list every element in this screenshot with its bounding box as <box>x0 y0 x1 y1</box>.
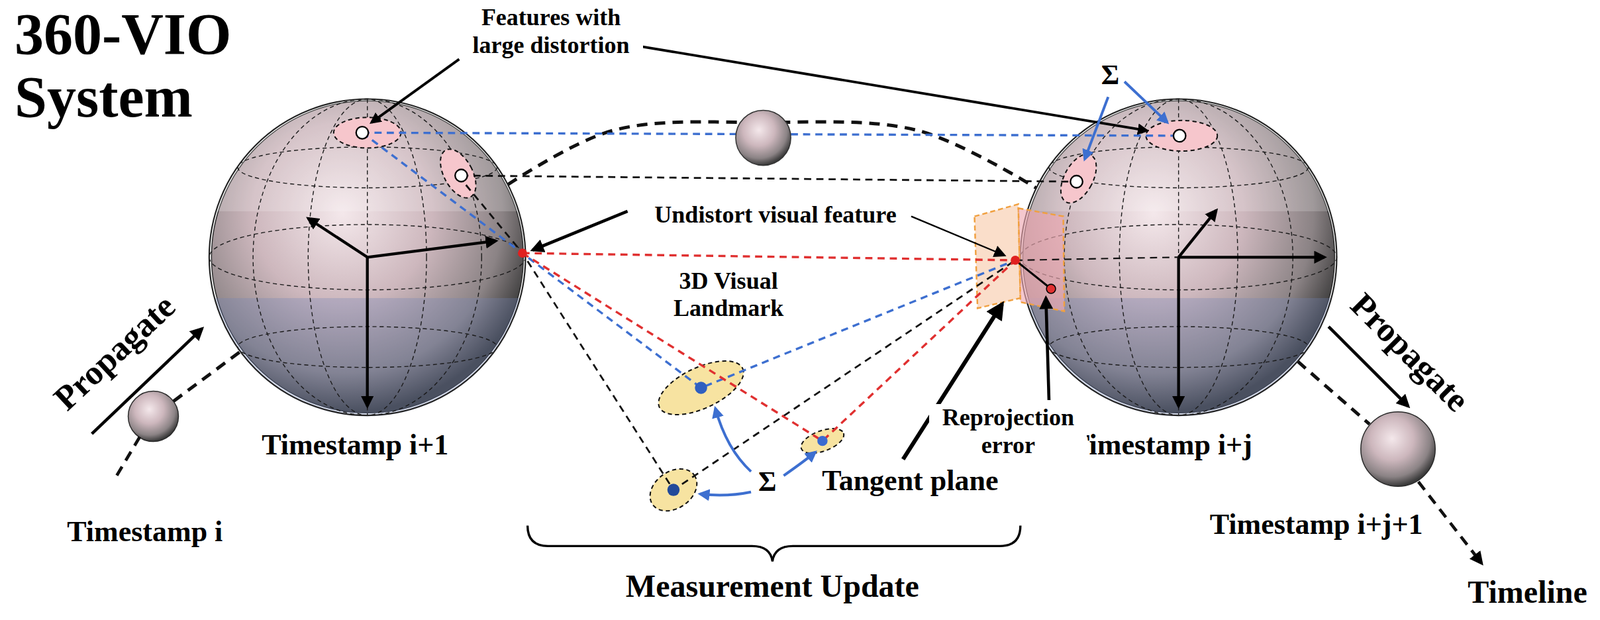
circle-part <box>1070 175 1083 188</box>
label-anchor: Tangent plane <box>909 464 1092 499</box>
path-part <box>114 436 141 480</box>
ellipse-part <box>641 460 705 520</box>
path-part <box>460 175 1077 182</box>
annotation-label: Timeline <box>1464 573 1590 610</box>
title-anchor: 360-VIO System <box>14 2 280 129</box>
annotation-label: Propagate <box>43 284 185 420</box>
timestamp-sphere: Timestamp i+1 <box>209 98 526 416</box>
annotation-label: Propagate <box>1341 282 1480 422</box>
circle-part <box>1010 255 1020 265</box>
sphere-body <box>1022 101 1335 414</box>
path-part <box>371 58 460 123</box>
callout-arrows <box>92 45 1409 459</box>
circle-part <box>1173 129 1186 142</box>
ellipse-part <box>1145 120 1218 151</box>
circle-part <box>817 435 828 446</box>
label-anchor: Σ <box>767 465 791 498</box>
annotation-label: Σ <box>1098 58 1122 91</box>
circle-part <box>356 126 369 139</box>
timestamp-label: Timestamp i+1 <box>258 428 451 463</box>
sphere-shape <box>1360 411 1436 487</box>
annotation-label: Features with large distortion <box>458 3 644 59</box>
ellipse-part <box>433 143 484 204</box>
circle-part <box>517 248 528 258</box>
timeline-connector <box>173 351 241 402</box>
sphere-grid <box>209 98 526 416</box>
projection-rays <box>362 132 1180 490</box>
circle-part <box>1046 284 1056 294</box>
path-part <box>362 132 1016 388</box>
timestamp-sphere: Timestamp i <box>127 390 179 442</box>
sphere-grids <box>209 98 1338 416</box>
circle-part <box>454 169 467 182</box>
path-part <box>366 256 369 406</box>
path-part <box>715 407 751 472</box>
path-part <box>1178 255 1325 259</box>
annotation-label: Reprojection error <box>929 403 1087 459</box>
path-part <box>700 492 751 496</box>
sphere-body <box>1360 411 1436 487</box>
timeline-connector <box>1297 360 1370 424</box>
timestamp-sphere: Timestamp i+j+1 <box>1360 411 1436 487</box>
timestamp-sphere: Timestamp i+j <box>1020 98 1338 416</box>
points <box>356 126 1187 497</box>
path-part <box>1418 481 1483 563</box>
path-part <box>1045 298 1050 400</box>
polygon-part <box>974 203 1020 308</box>
path-part <box>783 452 816 476</box>
ellipse-part <box>1053 148 1104 209</box>
sphere-body <box>127 391 179 442</box>
intermediate-sphere <box>735 109 791 165</box>
circle-part <box>694 381 707 394</box>
path-part <box>1124 81 1168 123</box>
annotation-label: Tangent plane <box>819 464 1001 499</box>
path-part <box>1176 256 1180 406</box>
annotation-label: 3D Visual Landmark <box>633 267 824 323</box>
path-part <box>1015 256 1179 261</box>
label-anchor: Propagate <box>1409 352 1566 393</box>
path-part <box>911 216 1004 256</box>
timestamp-label: Timestamp i <box>64 515 226 550</box>
path-part <box>1178 209 1217 257</box>
measurement-brace <box>527 525 1021 562</box>
annotation-label: Undistort visual feature <box>651 201 899 229</box>
label-anchor: Timeline <box>1527 573 1600 610</box>
path-part <box>307 218 367 258</box>
path-part <box>522 252 1016 261</box>
label-anchor: Features with large distortion <box>550 3 736 59</box>
sphere-shape <box>1020 98 1338 416</box>
landmark-ellipses <box>641 349 848 520</box>
line-part <box>1015 260 1051 289</box>
sphere-shape <box>209 98 526 416</box>
label-anchor: Σ <box>1109 58 1134 91</box>
label-anchor: Undistort visual feature <box>775 201 1023 229</box>
label-anchor: Propagate <box>114 352 271 393</box>
timestamp-label: Timestamp i+j+1 <box>1207 507 1426 542</box>
circle-part <box>667 483 680 496</box>
timestamp-label: Timestamp i+j <box>1067 428 1255 463</box>
path-part <box>637 45 1148 131</box>
path-part <box>367 241 497 258</box>
path-part <box>1084 96 1108 159</box>
tangent-plane <box>974 203 1065 312</box>
annotation-label: Σ <box>755 465 779 498</box>
annotation-label: Measurement Update <box>623 567 922 604</box>
diagram-title: 360-VIO System <box>14 2 280 129</box>
path-part <box>532 211 628 251</box>
label-anchor: 3D Visual Landmark <box>728 267 920 323</box>
sphere-shape <box>127 390 179 442</box>
body-axes <box>307 209 1325 406</box>
sphere-body <box>211 101 524 414</box>
label-anchor: Measurement Update <box>772 567 1071 604</box>
